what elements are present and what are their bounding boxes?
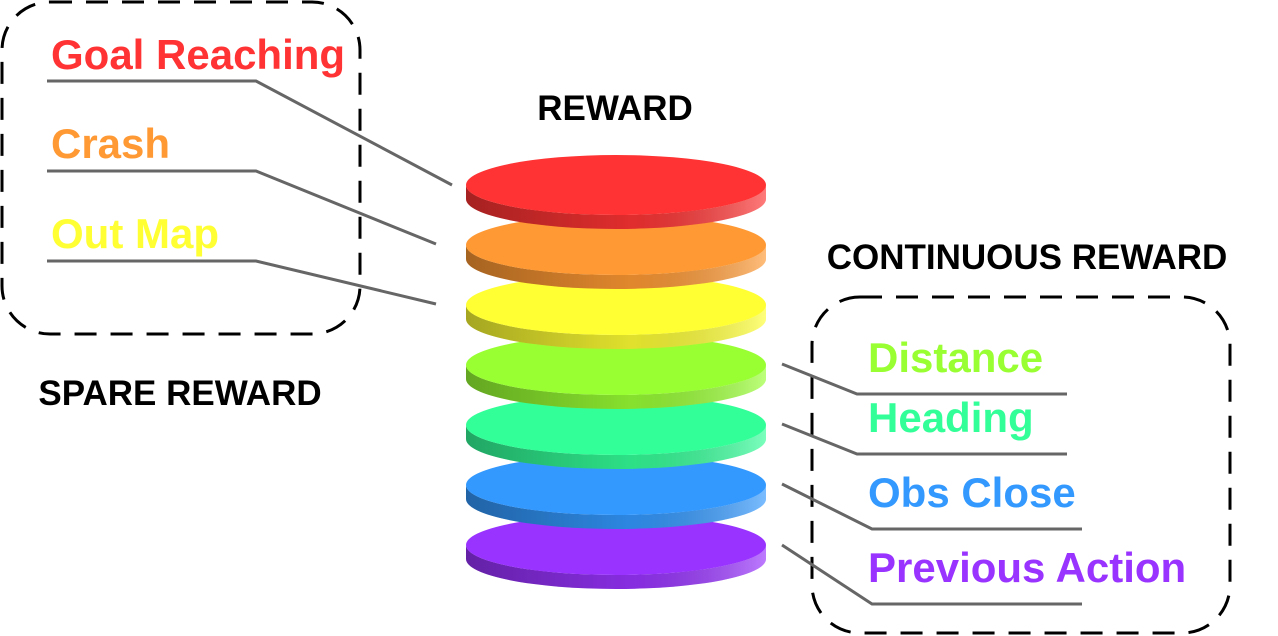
disc-side-shade [466,485,766,529]
reward-stack [466,155,766,589]
disc-side-shade [466,425,766,469]
disc-side-shade [466,305,766,349]
disc-top [466,455,766,515]
connector-previous-action [781,543,1082,606]
disc-crash [466,215,766,289]
disc-distance [466,335,766,409]
connector-goal-reaching [47,79,453,187]
label-goal-reaching: Goal Reaching [51,31,345,78]
disc-heading [466,395,766,469]
disc-obs-close [466,455,766,529]
label-distance: Distance [868,334,1043,381]
connector-lines [47,79,1082,606]
label-obs-close: Obs Close [868,469,1076,516]
disc-top [466,515,766,575]
connector-crash [47,169,437,246]
disc-goal-reaching [466,155,766,229]
disc-side-shade [466,365,766,409]
disc-top [466,215,766,275]
connector-out-map [47,259,437,306]
disc-top [466,275,766,335]
connector-obs-close [781,482,1082,531]
disc-out-map [466,275,766,349]
connector-distance [781,362,1067,396]
disc-top [466,395,766,455]
disc-top [466,155,766,215]
disc-side-shade [466,545,766,589]
disc-top [466,335,766,395]
label-out-map: Out Map [51,210,219,257]
label-previous-action: Previous Action [868,544,1186,591]
reward-title: REWARD [537,89,693,128]
disc-previous-action [466,515,766,589]
disc-side-shade [466,185,766,229]
label-heading: Heading [868,394,1034,441]
continuous-reward-label: CONTINUOUS REWARD [827,238,1228,277]
sparse-reward-label: SPARE REWARD [38,374,321,413]
label-crash: Crash [51,120,170,167]
continuous-reward-box [810,295,1232,635]
connector-heading [781,422,1067,456]
disc-side-shade [466,245,766,289]
